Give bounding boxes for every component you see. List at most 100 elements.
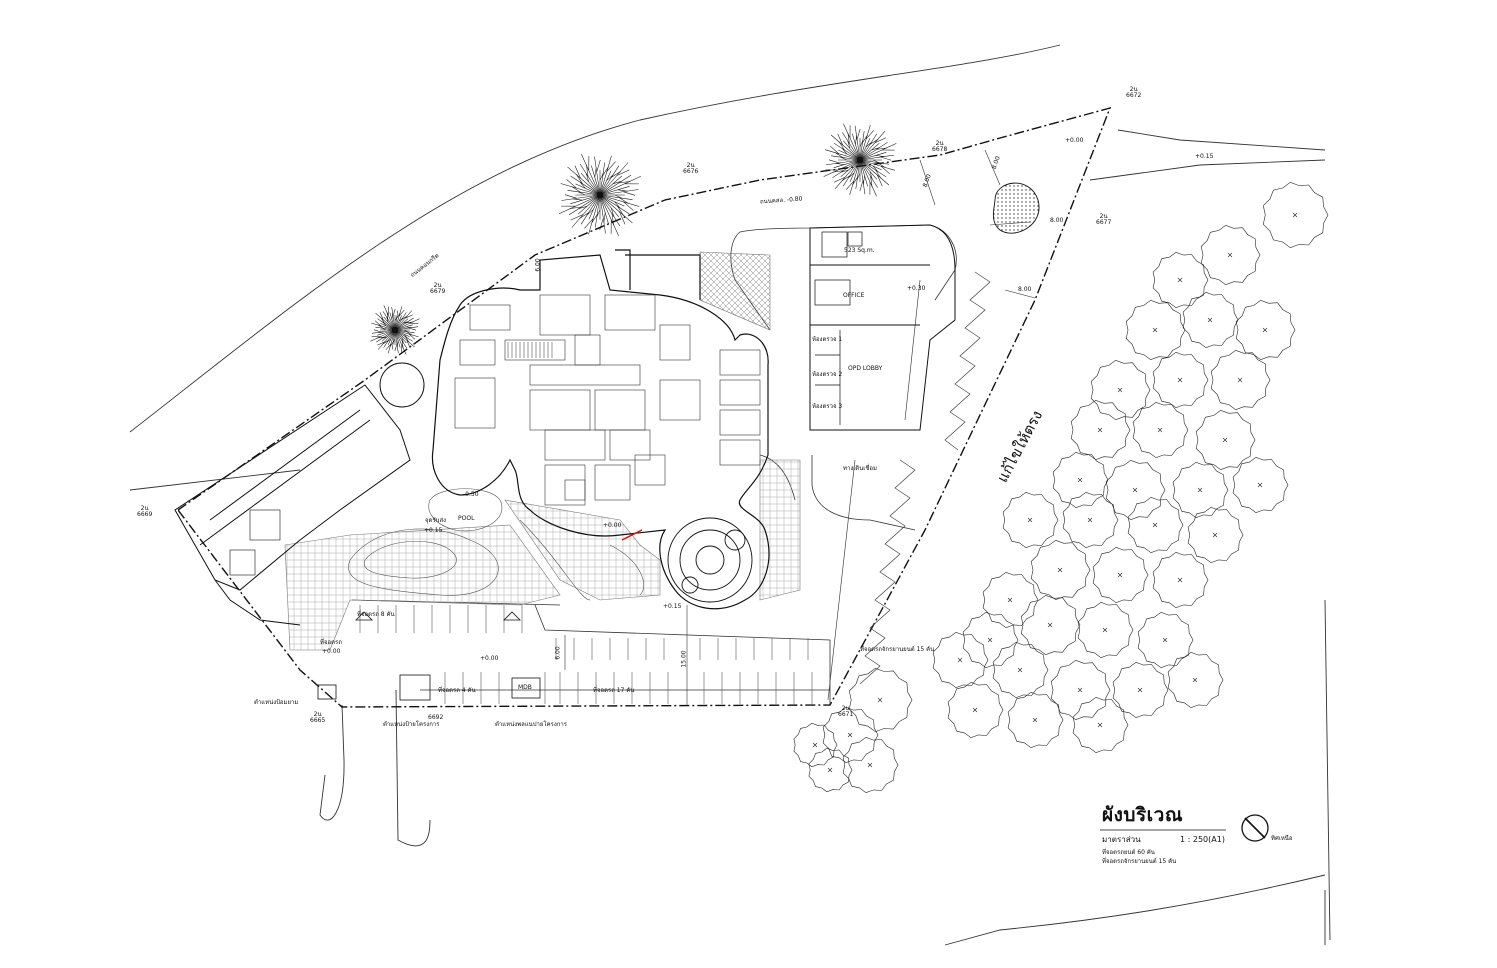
paved-plaza <box>284 251 801 651</box>
tree-canopy-icon <box>962 611 1019 669</box>
tree-canopy-icon <box>793 722 838 768</box>
tree-canopy-icon <box>1077 601 1134 659</box>
tree-canopy-icon <box>848 667 913 733</box>
tree-icon <box>370 305 420 355</box>
tree-canopy-icon <box>932 631 989 689</box>
north-label: ทิศเหนือ <box>1271 835 1293 842</box>
landscape-curves <box>348 488 645 601</box>
main-building-rooms <box>454 294 761 506</box>
north-arrow-icon <box>1241 814 1269 842</box>
forest-trees <box>793 181 1329 794</box>
dim-6: 6.00 <box>534 258 542 272</box>
level-9: -0.50 <box>463 491 479 498</box>
tree-canopy-icon <box>947 681 1004 739</box>
summary-line-1: ที่จอดรถยนต์ 60 คัน <box>1102 849 1155 856</box>
marker-6692: 6692 <box>428 714 444 721</box>
parking-4: ที่จอดรถ 17 คัน <box>593 687 635 694</box>
tree-canopy-icon <box>1090 359 1151 421</box>
tree-canopy-icon <box>1052 451 1109 509</box>
project-sign-2: ตำแหน่งพลแนปายโครงการ <box>495 721 568 728</box>
tree-canopy-icon <box>822 706 879 764</box>
level-6: +0.00 <box>322 648 341 655</box>
scale-label: มาตราส่วน <box>1102 835 1141 844</box>
scale-value: 1 : 250(A1) <box>1180 835 1225 844</box>
space-office: OFFICE <box>843 292 865 299</box>
stairs <box>507 342 553 358</box>
level-2: +0.15 <box>1195 153 1214 160</box>
space-exam-3: ห้องตรวจ 3 <box>812 403 843 410</box>
tree-icon <box>558 153 642 237</box>
guard-post: ตำแหน่งป้อมยาม <box>254 699 299 706</box>
west-wing <box>174 362 425 626</box>
tree-canopy-icon <box>1182 291 1239 349</box>
tree-canopy-icon <box>1187 506 1244 564</box>
diagonal-parking-east <box>827 271 991 701</box>
gate-structures <box>317 611 541 701</box>
main-building <box>431 249 770 610</box>
tree-canopy-icon <box>1070 399 1131 461</box>
dim-5: 6.00 <box>554 646 562 660</box>
drawing-title: ผังบริเวณ <box>1102 804 1183 826</box>
tree-canopy-icon <box>1152 351 1209 409</box>
level-7: +0.00 <box>603 522 622 529</box>
section-marker <box>621 529 643 541</box>
parking-1: ที่จอดรถ 8 คัน <box>357 611 395 618</box>
tree-canopy-icon <box>1062 491 1119 549</box>
tree-icon <box>823 123 897 197</box>
tree-canopy-icon <box>1232 456 1289 514</box>
space-opd-lobby: OPD LOBBY <box>848 365 883 372</box>
tree-canopy-icon <box>1125 299 1186 361</box>
parking-2: ที่จอดรถ <box>320 639 342 646</box>
tree-canopy-icon <box>1210 349 1271 411</box>
tree-canopy-icon <box>808 747 853 793</box>
level-5: +0.15 <box>424 527 443 534</box>
dim-4: 8.00 <box>1018 286 1032 293</box>
round-pavilion <box>667 517 753 603</box>
tree-canopy-icon <box>1127 496 1184 554</box>
tree-canopy-icon <box>1050 659 1111 721</box>
space-exam-2: ห้องตรวจ 2 <box>812 371 843 378</box>
tree-canopy-icon <box>1137 611 1194 669</box>
level-8: +0.15 <box>663 603 682 610</box>
tree-canopy-icon <box>1105 459 1166 521</box>
opd-annex <box>809 224 956 431</box>
tree-canopy-icon <box>1172 461 1229 519</box>
space-corridor: ทางเดินเชื่อม <box>843 465 877 472</box>
level-4: +0.30 <box>907 285 926 292</box>
parking-stalls-south <box>359 605 813 704</box>
project-sign-1: ตำแหน่งป้ายโครงการ <box>383 721 440 728</box>
summary-line-2: ที่จอดรถจักรยานยนต์ 15 คัน <box>1102 858 1177 865</box>
space-exam-1: ห้องตรวจ 1 <box>812 336 843 343</box>
tree-canopy-icon <box>1200 224 1261 286</box>
tree-canopy-icon <box>842 736 899 794</box>
dim-3: 8.00 <box>1050 217 1064 224</box>
tree-canopy-icon <box>1152 551 1209 609</box>
tree-canopy-icon <box>1152 251 1209 309</box>
space-pool: POOL <box>458 515 475 522</box>
tree-canopy-icon <box>1002 491 1059 549</box>
road-edges <box>129 44 1331 946</box>
parking-moto: ที่จอดรถจักรยานยนต์ 15 คัน <box>860 646 935 653</box>
tree-canopy-icon <box>1112 661 1169 719</box>
space-mdb: MDB <box>518 684 532 691</box>
tree-canopy-icon <box>1020 594 1081 656</box>
drop-off: จุดรับส่ง <box>425 517 447 524</box>
level-1: +0.00 <box>1065 137 1084 144</box>
dimension-lines <box>564 149 1036 705</box>
tree-canopy-icon <box>1195 409 1256 471</box>
street-trees <box>370 123 897 355</box>
tree-canopy-icon <box>1072 696 1129 754</box>
space-area: 523 Sq.m. <box>844 247 875 254</box>
property-boundary <box>176 106 1112 708</box>
tree-canopy-icon <box>1235 299 1296 361</box>
tree-canopy-icon <box>1007 691 1064 749</box>
